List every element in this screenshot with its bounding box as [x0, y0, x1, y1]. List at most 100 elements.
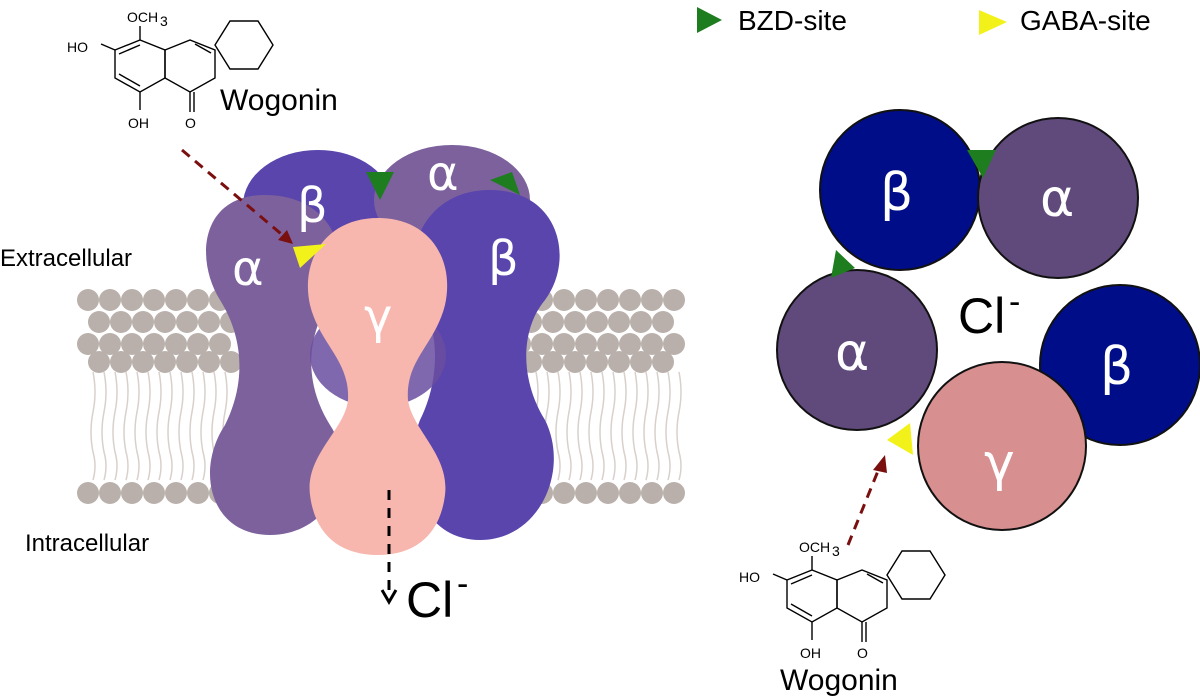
lipid-tail: [167, 371, 173, 481]
lipid-head: [143, 333, 165, 355]
lipid-head: [597, 289, 619, 311]
top-subunit-alpha-left: [776, 269, 938, 431]
svg-text:HO: HO: [67, 39, 88, 55]
intracellular-label: Intracellular: [25, 530, 149, 557]
lipid-bilayer-left: [77, 289, 242, 504]
lipid-head: [586, 351, 608, 373]
lipid-head: [132, 351, 154, 373]
lipid-head: [143, 289, 165, 311]
top-bzd-site-2: [831, 250, 855, 278]
lipid-tail: [145, 371, 151, 481]
wogonin-binding-arrow-top: [846, 465, 882, 546]
lipid-head: [220, 351, 242, 373]
lipid-head: [608, 351, 630, 373]
bzd-site-marker-icon: [697, 7, 722, 33]
lipid-head: [663, 333, 685, 355]
svg-text:O: O: [185, 115, 196, 131]
wogonin-arrowhead-side-icon: [278, 230, 293, 244]
lipid-head: [575, 482, 597, 504]
subunit-gamma-front: [307, 218, 448, 555]
lipid-head: [77, 289, 99, 311]
lipid-head: [641, 289, 663, 311]
lipid-tail: [134, 371, 140, 481]
top-chloride-label: Cl: [958, 288, 1005, 344]
side-alpha-front-label: α: [232, 241, 264, 297]
lipid-head: [586, 311, 608, 333]
lipid-head: [641, 482, 663, 504]
wogonin-structure-top: OCH 3 HO OH O: [739, 539, 946, 661]
lipid-head: [608, 311, 630, 333]
side-bzd-site-1: [366, 172, 394, 200]
lipid-tail: [566, 371, 572, 481]
lipid-head: [575, 289, 597, 311]
lipid-head: [143, 482, 165, 504]
top-chloride-charge: -: [1009, 283, 1020, 321]
lipid-tail: [621, 371, 627, 481]
lipid-head: [154, 351, 176, 373]
lipid-head: [641, 333, 663, 355]
top-gamma-label: γ: [984, 433, 1015, 493]
side-beta-front-label: β: [488, 231, 519, 287]
subunit-alpha-front: [206, 195, 342, 535]
lipid-head: [110, 311, 132, 333]
lipid-tail: [643, 371, 649, 481]
lipid-tail: [654, 371, 660, 481]
side-beta-back-label: β: [297, 178, 328, 234]
lipid-tail: [189, 371, 195, 481]
lipid-head: [209, 333, 231, 355]
gaba-site-marker-icon: [979, 10, 1007, 35]
top-beta-right-label: β: [1100, 337, 1133, 397]
lipid-head: [165, 333, 187, 355]
lipid-head: [531, 333, 553, 355]
svg-text:OH: OH: [800, 645, 821, 661]
lipid-tail: [178, 371, 184, 481]
lipid-head: [630, 311, 652, 333]
side-alpha-back-label: α: [427, 146, 459, 202]
lipid-head: [99, 333, 121, 355]
svg-text:OH: OH: [128, 115, 149, 131]
lipid-tail: [676, 371, 682, 481]
lipid-head: [663, 289, 685, 311]
svg-text:HO: HO: [739, 569, 760, 585]
lipid-head: [165, 482, 187, 504]
lipid-head: [564, 351, 586, 373]
lipid-tail: [610, 371, 616, 481]
lipid-head: [630, 351, 652, 373]
lipid-head: [132, 311, 154, 333]
lipid-head: [619, 289, 641, 311]
wogonin-arrowhead-top-icon: [873, 455, 887, 473]
lipid-head: [663, 482, 685, 504]
lipid-head: [553, 333, 575, 355]
side-chloride-label: Cl: [406, 572, 453, 628]
top-bzd-site-1: [967, 150, 996, 178]
lipid-head: [575, 333, 597, 355]
lipid-head: [187, 482, 209, 504]
lipid-head: [176, 351, 198, 373]
ion-flow-arrowhead-icon: [380, 589, 398, 605]
lipid-tail: [123, 371, 129, 481]
lipid-head: [176, 311, 198, 333]
side-gaba-site: [293, 244, 326, 268]
lipid-head: [652, 351, 674, 373]
lipid-head: [198, 311, 220, 333]
top-beta-top-label: β: [880, 163, 913, 223]
lipid-head: [88, 311, 110, 333]
extracellular-label: Extracellular: [0, 245, 132, 272]
lipid-tail: [632, 371, 638, 481]
side-bzd-site-2: [490, 172, 520, 195]
lipid-head: [187, 289, 209, 311]
lipid-tail: [90, 371, 96, 481]
lipid-head: [88, 351, 110, 373]
svg-text:OCH: OCH: [127, 9, 158, 25]
lipid-head: [597, 333, 619, 355]
top-alpha-left-label: α: [835, 323, 869, 383]
top-gaba-site: [887, 423, 913, 455]
lipid-head: [99, 289, 121, 311]
wogonin-structure-side: OCH 3 HO OH O: [67, 9, 274, 131]
lipid-head: [198, 351, 220, 373]
lipid-head: [542, 311, 564, 333]
receptor-top-view: β α α β γ Cl -: [776, 109, 1200, 531]
lipid-head: [99, 482, 121, 504]
top-subunit-gamma-bottom: [917, 361, 1087, 531]
